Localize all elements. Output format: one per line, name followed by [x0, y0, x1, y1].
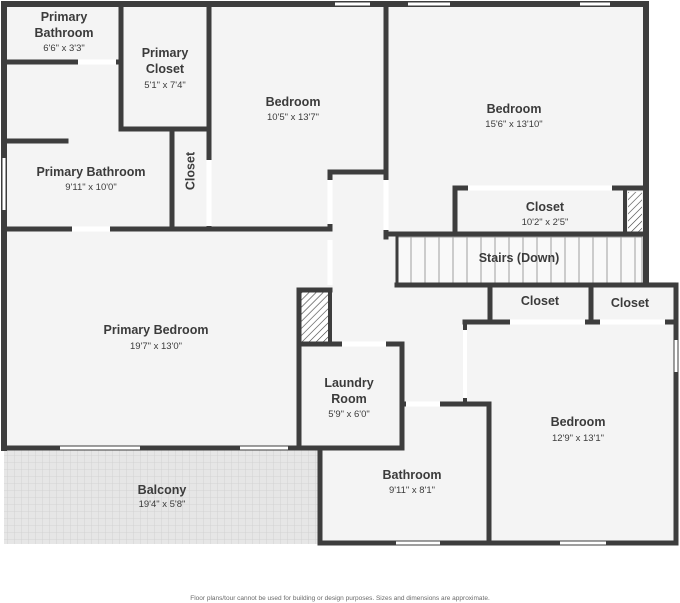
laundry-room-dims: 5'9" x 6'0" — [328, 409, 370, 420]
primary-closet-dims: 5'1" x 7'4" — [144, 80, 186, 91]
balcony-label: Balcony — [138, 483, 187, 497]
closet-vertical-label: Closet — [183, 151, 197, 190]
bathroom-dims: 9'11" x 8'1" — [389, 485, 435, 496]
room-labels: Primary Bathroom 6'6" x 3'3" Primary Clo… — [34, 10, 649, 510]
primary-bathroom-dims: 9'11" x 10'0" — [65, 182, 116, 193]
primary-bathroom-small-label-2: Bathroom — [34, 26, 93, 40]
bathroom-label: Bathroom — [382, 468, 441, 482]
bedroom-3-dims: 12'9" x 13'1" — [552, 433, 604, 444]
laundry-room-label-2: Room — [331, 392, 366, 406]
bedroom-1-dims: 10'5" x 13'7" — [267, 112, 319, 123]
balcony-floor — [4, 448, 320, 544]
openings — [2, 2, 678, 545]
primary-bedroom-label: Primary Bedroom — [104, 323, 209, 337]
closet-mid-left-label: Closet — [521, 294, 560, 308]
primary-closet-label-2: Closet — [146, 62, 185, 76]
bedroom-3-label: Bedroom — [551, 415, 606, 429]
primary-bedroom-dims: 19'7" x 13'0" — [130, 341, 182, 352]
primary-closet-label: Primary — [142, 46, 189, 60]
chase-hatch-laundry — [301, 291, 328, 344]
primary-bathroom-small-label: Primary — [41, 10, 88, 24]
balcony-dims: 19'4" x 5'8" — [139, 499, 186, 510]
primary-bathroom-label: Primary Bathroom — [36, 165, 145, 179]
bedroom-2-label: Bedroom — [487, 102, 542, 116]
chase-hatch-upper — [628, 192, 642, 232]
bedroom-1-label: Bedroom — [266, 95, 321, 109]
stairs-treads — [396, 236, 643, 284]
bedroom-2-dims: 15'6" x 13'10" — [485, 119, 542, 130]
closet-upper-label: Closet — [526, 200, 565, 214]
disclaimer-text: Floor plans/tour cannot be used for buil… — [190, 595, 490, 602]
stairs-label: Stairs (Down) — [479, 251, 560, 265]
closet-upper-dims: 10'2" x 2'5" — [522, 217, 569, 228]
laundry-room-label: Laundry — [324, 376, 373, 390]
closet-mid-right-label: Closet — [611, 296, 650, 310]
primary-bathroom-small-dims: 6'6" x 3'3" — [43, 43, 85, 54]
